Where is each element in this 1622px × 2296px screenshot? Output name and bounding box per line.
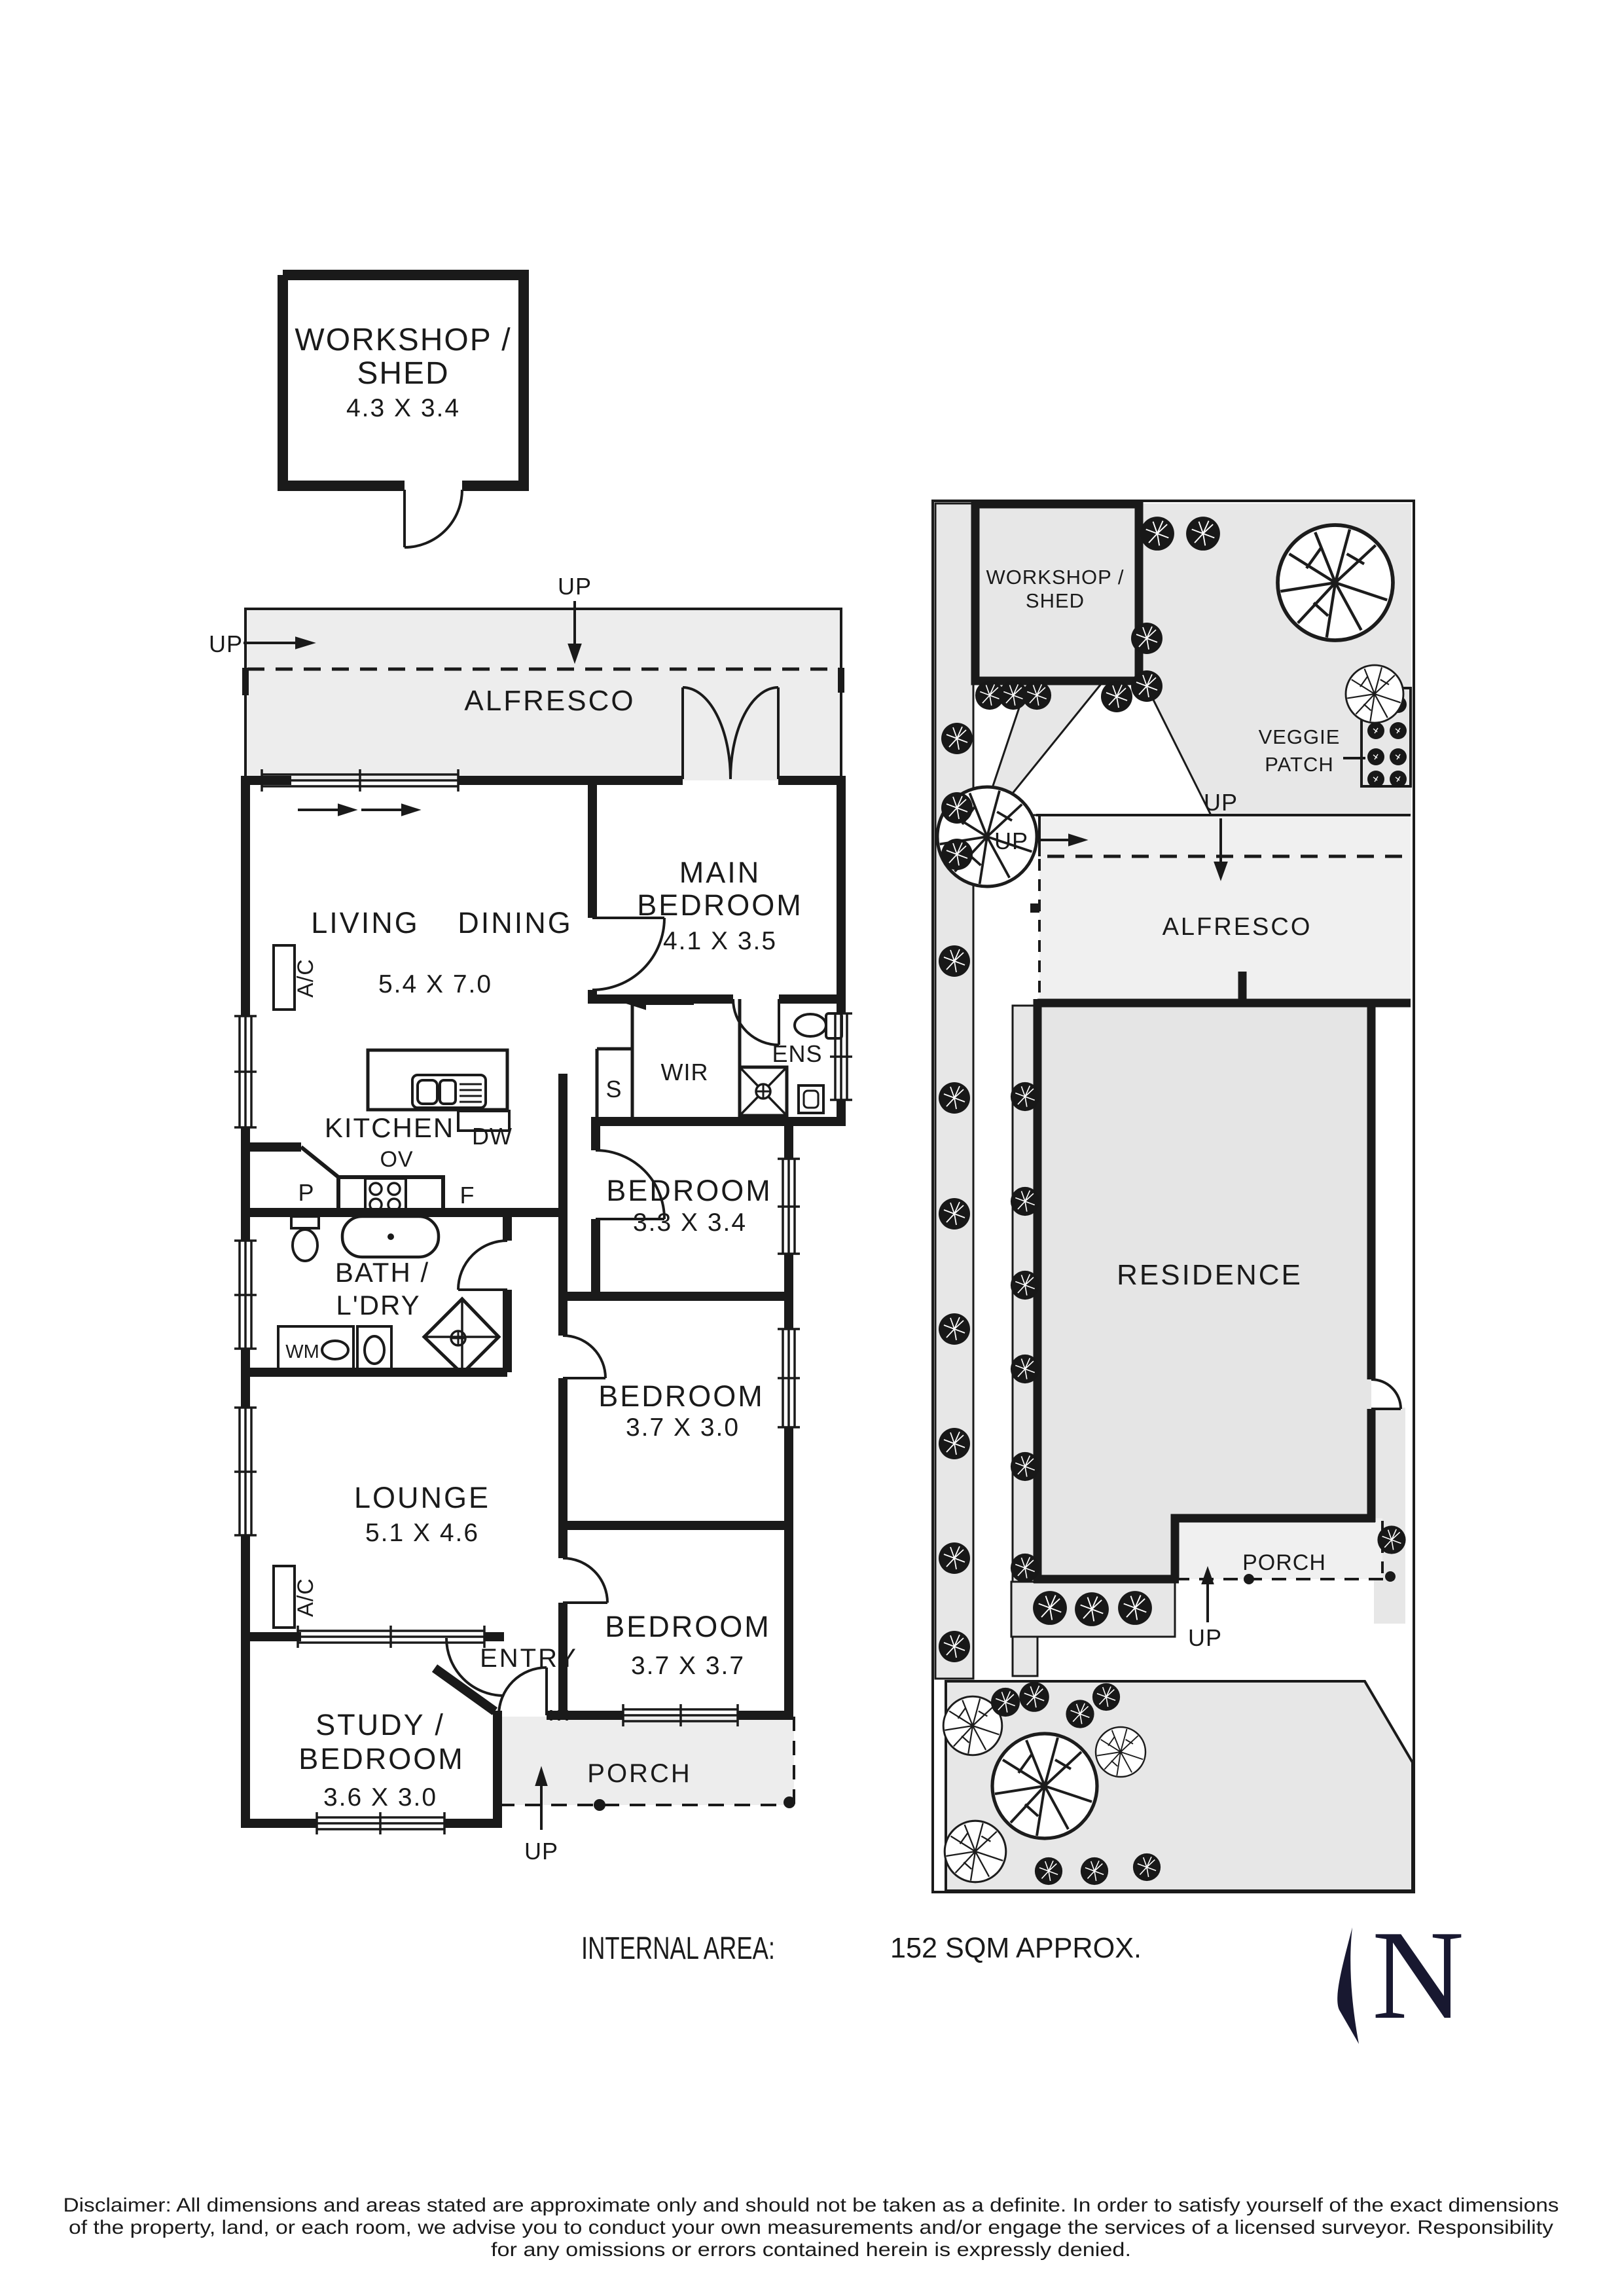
- workshop-door-arc: [403, 489, 463, 549]
- disclaimer-line2: of the property, land, or each room, we …: [69, 2217, 1553, 2238]
- label-porch: PORCH: [587, 1759, 691, 1788]
- north-arrow-blade: [1337, 1927, 1359, 2044]
- label-dining: DINING: [458, 906, 573, 939]
- label-dishwasher: DW: [472, 1123, 513, 1150]
- site-label-porch: PORCH: [1242, 1550, 1326, 1575]
- label-workshop-line2: SHED: [357, 356, 449, 391]
- label-bath-line2: L'DRY: [336, 1290, 420, 1321]
- disclaimer-line1: Disclaimer: All dimensions and areas sta…: [63, 2195, 1559, 2216]
- label-ac-2: A/C: [293, 1578, 318, 1617]
- label-fridge: F: [460, 1182, 475, 1209]
- internal-area-label: INTERNAL AREA:: [581, 1931, 775, 1966]
- alfresco-ticks: [242, 668, 844, 695]
- label-main-bedroom-line2: BEDROOM: [637, 888, 803, 922]
- site-residence-area: [1037, 1003, 1371, 1579]
- label-lounge: LOUNGE: [354, 1481, 490, 1514]
- site-label-veggie-line1: VEGGIE: [1259, 725, 1341, 748]
- label-alfresco: ALFRESCO: [464, 685, 635, 717]
- site-porch-area: [1175, 1518, 1382, 1579]
- label-up-porch: UP: [524, 1838, 558, 1865]
- porch-edges: [499, 1717, 795, 1811]
- site-plan: WORKSHOP / SHED VEGGIE PATCH UP UP ALFRE…: [931, 500, 1415, 1893]
- porch-area: [499, 1717, 794, 1805]
- label-store: S: [605, 1076, 622, 1102]
- label-living: LIVING: [311, 906, 420, 939]
- alfresco-area: [245, 609, 841, 780]
- floor-arrows: [243, 601, 694, 1830]
- label-bedroom2-dims: 3.3 X 3.4: [633, 1209, 747, 1237]
- label-bedroom3: BEDROOM: [598, 1379, 765, 1413]
- label-study-line1: STUDY /: [315, 1708, 445, 1741]
- site-boundary: [931, 500, 1415, 1893]
- label-bedroom3-dims: 3.7 X 3.0: [626, 1413, 740, 1442]
- disclaimer-line3: for any omissions or errors contained he…: [491, 2239, 1131, 2261]
- site-workshop-area: [975, 504, 1139, 681]
- site-label-up-top: UP: [1204, 789, 1238, 816]
- site-alfresco-area: [1039, 815, 1411, 1003]
- footer: INTERNAL AREA: 152 SQM APPROX. N Disclai…: [63, 1904, 1559, 2261]
- label-main-bedroom-dims: 4.1 X 3.5: [663, 927, 777, 955]
- bath-fixtures: [277, 1214, 501, 1376]
- kitchen-fixtures: [300, 1048, 511, 1215]
- label-up-top: UP: [558, 573, 592, 600]
- house-walls: [241, 776, 846, 1828]
- label-living-dims: 5.4 X 7.0: [378, 970, 492, 998]
- site-porch-post-corner: [1385, 1571, 1396, 1582]
- site-right-path: [1374, 1408, 1405, 1624]
- site-up-arrows: [1029, 818, 1228, 1622]
- site-door-arc: [1371, 1378, 1402, 1410]
- label-workshop-line1: WORKSHOP /: [295, 323, 511, 357]
- label-ens: ENS: [772, 1040, 822, 1067]
- label-wm: WM: [285, 1341, 319, 1362]
- robe-partitions: [595, 999, 742, 1121]
- label-ac-1: A/C: [293, 958, 318, 998]
- label-workshop-dims: 4.3 X 3.4: [346, 394, 460, 422]
- site-alfresco-post: [1030, 903, 1039, 913]
- label-entry: ENTRY: [480, 1644, 578, 1673]
- site-label-workshop-line1: WORKSHOP /: [986, 566, 1125, 589]
- site-label-up-left: UP: [994, 828, 1028, 854]
- label-bath-line1: BATH /: [335, 1257, 429, 1288]
- doors: [445, 686, 780, 1716]
- label-lounge-dims: 5.1 X 4.6: [365, 1519, 479, 1547]
- label-bedroom4: BEDROOM: [605, 1610, 771, 1643]
- north-letter: N: [1372, 1904, 1464, 2046]
- label-study-dims: 3.6 X 3.0: [323, 1783, 437, 1812]
- label-wir: WIR: [661, 1059, 709, 1085]
- windows: [234, 769, 852, 1834]
- ac-units: [272, 944, 296, 1629]
- site-thin-lines: [1036, 757, 1411, 856]
- label-kitchen: KITCHEN: [325, 1112, 454, 1143]
- ensuite-fixtures: [738, 1012, 843, 1118]
- label-bedroom4-dims: 3.7 X 3.7: [631, 1652, 745, 1680]
- site-porch-post: [1244, 1574, 1254, 1584]
- label-bedroom2: BEDROOM: [606, 1174, 772, 1207]
- site-label-residence: RESIDENCE: [1117, 1259, 1303, 1291]
- label-oven: OV: [380, 1147, 413, 1172]
- workshop-walls: [278, 270, 529, 491]
- label-up-left: UP: [209, 630, 243, 657]
- label-pantry: P: [298, 1179, 314, 1206]
- label-study-line2: BEDROOM: [298, 1742, 465, 1776]
- internal-area-value: 152 SQM APPROX.: [890, 1932, 1142, 1964]
- north-indicator: N: [1337, 1904, 1464, 2046]
- site-label-veggie-line2: PATCH: [1265, 753, 1333, 776]
- site-label-alfresco: ALFRESCO: [1162, 913, 1312, 941]
- site-label-up-porch: UP: [1188, 1624, 1222, 1651]
- label-main-bedroom-line1: MAIN: [679, 856, 761, 889]
- floor-plan: WORKSHOP / SHED 4.3 X 3.4 UP UP ALFRESCO…: [209, 270, 852, 1865]
- site-label-workshop-line2: SHED: [1026, 589, 1085, 612]
